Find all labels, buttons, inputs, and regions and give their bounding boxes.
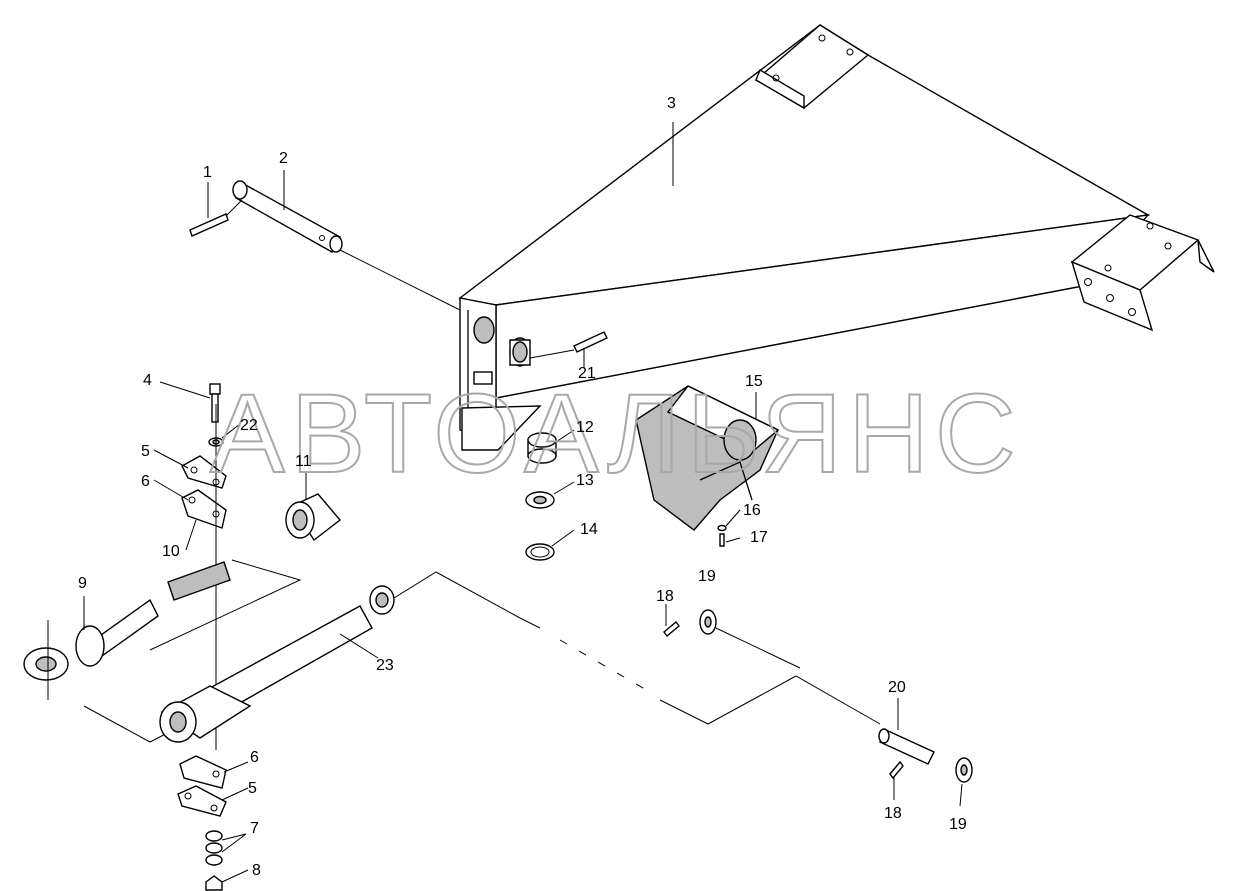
callout-labels: 1 2 3 4 5 5 6 6 7 8 9 10 11 12 13 14 15 … bbox=[78, 95, 967, 879]
washer-19-top[interactable] bbox=[699, 609, 717, 635]
callout-9: 9 bbox=[78, 575, 87, 592]
callout-14: 14 bbox=[580, 521, 598, 538]
cotter-pin-21[interactable] bbox=[573, 331, 608, 353]
callout-19-bottom: 19 bbox=[949, 816, 967, 833]
watermark: АВТОАЛЬЯНС bbox=[210, 371, 1022, 496]
callout-10: 10 bbox=[162, 543, 180, 560]
plate-5-bottom[interactable] bbox=[177, 785, 227, 817]
callout-8: 8 bbox=[252, 862, 261, 879]
bolt-4[interactable] bbox=[209, 383, 221, 423]
screw-17[interactable] bbox=[719, 533, 725, 547]
washer-16[interactable] bbox=[717, 524, 727, 532]
bushing-12[interactable] bbox=[527, 432, 557, 464]
callout-11: 11 bbox=[295, 453, 312, 470]
washer-19-bottom[interactable] bbox=[955, 757, 973, 783]
callout-5-bottom: 5 bbox=[248, 780, 257, 797]
callout-23: 23 bbox=[376, 657, 394, 674]
callout-18-top: 18 bbox=[656, 588, 674, 605]
callout-7: 7 bbox=[250, 820, 259, 837]
callout-12: 12 bbox=[576, 419, 594, 436]
washers-7[interactable] bbox=[205, 830, 223, 866]
callout-21: 21 bbox=[578, 365, 596, 382]
callout-16: 16 bbox=[743, 502, 761, 519]
washer-13[interactable] bbox=[525, 491, 555, 509]
leader-lines bbox=[83, 122, 963, 883]
callout-4: 4 bbox=[143, 372, 152, 389]
callout-18-bottom: 18 bbox=[884, 805, 902, 822]
callout-1: 1 bbox=[203, 164, 212, 181]
frame-arm[interactable] bbox=[458, 24, 1215, 451]
callout-2: 2 bbox=[279, 150, 288, 167]
cover-15[interactable] bbox=[635, 385, 780, 531]
callout-17: 17 bbox=[750, 529, 768, 546]
callout-6-bottom: 6 bbox=[250, 749, 259, 766]
callout-13: 13 bbox=[576, 472, 594, 489]
callout-3: 3 bbox=[667, 95, 676, 112]
spring-10[interactable] bbox=[167, 561, 231, 601]
rod-end-9[interactable] bbox=[23, 598, 159, 700]
callout-15: 15 bbox=[745, 373, 763, 390]
nut-8[interactable] bbox=[205, 875, 223, 891]
plate-6-bottom[interactable] bbox=[179, 755, 227, 789]
callout-6-top: 6 bbox=[141, 473, 150, 490]
callout-22: 22 bbox=[240, 417, 258, 434]
bushing-11[interactable] bbox=[285, 493, 342, 542]
callout-20: 20 bbox=[888, 679, 906, 696]
callout-5-top: 5 bbox=[141, 443, 150, 460]
pin-20[interactable] bbox=[878, 728, 935, 765]
cotter-pin-18-bottom[interactable] bbox=[889, 760, 904, 780]
retaining-ring-14[interactable] bbox=[525, 543, 555, 561]
pin-2[interactable] bbox=[232, 180, 343, 253]
cotter-pin-18-top[interactable] bbox=[663, 620, 680, 638]
callout-19-top: 19 bbox=[698, 568, 716, 585]
cotter-pin-1[interactable] bbox=[189, 213, 229, 237]
cylinder-23[interactable] bbox=[159, 585, 395, 743]
